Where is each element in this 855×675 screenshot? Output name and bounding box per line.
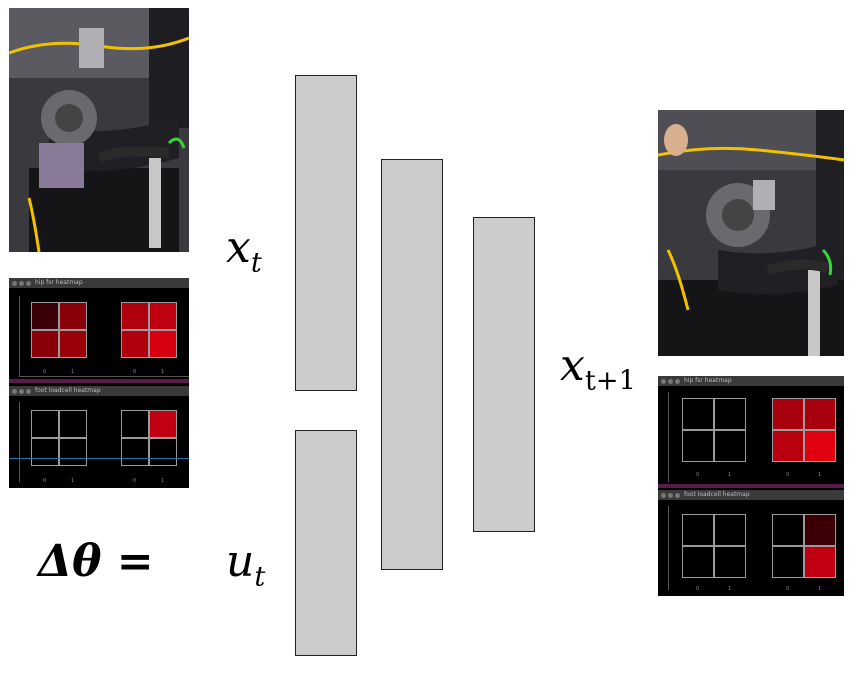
heat-cell — [31, 410, 59, 438]
tick-label: 1 — [818, 586, 821, 592]
label-delta-theta: Δθ = — [38, 536, 154, 587]
hm-title-text: hip fsr heatmap — [35, 279, 83, 286]
heat-cell — [59, 438, 87, 466]
label-u-t: ut — [226, 536, 265, 593]
heat-cell — [59, 302, 87, 330]
tick-label: 0 — [696, 586, 699, 592]
tick-label: 1 — [161, 369, 164, 375]
heat-cell — [682, 546, 714, 578]
heat-cell — [804, 430, 836, 462]
robot-photo-next — [658, 110, 844, 356]
heat-cell — [121, 410, 149, 438]
hm-title-hip-current: hip fsr heatmap — [9, 278, 189, 288]
window-controls — [12, 388, 33, 398]
heat-cell — [772, 514, 804, 546]
heat-cell — [31, 438, 59, 466]
heat-cell — [714, 546, 746, 578]
hm-title-text: foot loadcell heatmap — [35, 387, 101, 394]
tick-label: 0 — [133, 478, 136, 484]
input-layer-action — [295, 430, 357, 656]
tick-label: 0 — [43, 478, 46, 484]
tick-label: 0 — [133, 369, 136, 375]
heat-cell — [772, 398, 804, 430]
heat-cell — [682, 430, 714, 462]
tick-label: 1 — [161, 478, 164, 484]
tick-label: 0 — [696, 472, 699, 478]
window-controls — [661, 492, 682, 502]
hm-title-hip-next: hip fsr heatmap — [658, 376, 844, 386]
heat-cell — [31, 302, 59, 330]
heatmap-window-next: hip fsr heatmap 0 1 0 1 foot loadcell he… — [658, 376, 844, 596]
heat-cell — [149, 438, 177, 466]
hidden-layer — [381, 159, 443, 570]
hm-title-foot-next: foot loadcell heatmap — [658, 490, 844, 500]
label-x-t: xt — [226, 222, 262, 279]
heat-cell — [804, 514, 836, 546]
heatmap-window-current: hip fsr heatmap 0 1 0 1 foot loadcell he… — [9, 278, 189, 488]
heat-cell — [121, 302, 149, 330]
tick-label: 1 — [71, 369, 74, 375]
heat-cell — [714, 514, 746, 546]
heat-cell — [772, 546, 804, 578]
tick-label: 1 — [728, 472, 731, 478]
heat-cell — [804, 398, 836, 430]
hm-title-foot-current: foot loadcell heatmap — [9, 386, 189, 396]
tick-label: 0 — [786, 586, 789, 592]
heat-cell — [682, 514, 714, 546]
tick-label: 1 — [71, 478, 74, 484]
heat-cell — [149, 302, 177, 330]
label-x-t-plus-1: xt+1 — [560, 340, 636, 397]
heat-cell — [31, 330, 59, 358]
hm-title-text: foot loadcell heatmap — [684, 491, 750, 498]
tick-label: 1 — [818, 472, 821, 478]
hm-title-text: hip fsr heatmap — [684, 377, 732, 384]
heat-cell — [121, 438, 149, 466]
heat-cell — [714, 398, 746, 430]
output-layer — [473, 217, 535, 532]
heat-cell — [714, 430, 746, 462]
baseline-line — [9, 458, 189, 459]
window-separator — [658, 484, 844, 488]
heat-cell — [149, 410, 177, 438]
heat-cell — [121, 330, 149, 358]
heat-cell — [772, 430, 804, 462]
heat-cell — [59, 330, 87, 358]
heat-cell — [149, 330, 177, 358]
heat-cell — [804, 546, 836, 578]
window-controls — [12, 280, 33, 290]
window-controls — [661, 378, 682, 388]
tick-label: 1 — [728, 586, 731, 592]
window-separator — [9, 379, 189, 383]
heat-cell — [59, 410, 87, 438]
input-layer-state — [295, 75, 357, 391]
robot-photo-current — [9, 8, 189, 252]
tick-label: 0 — [43, 369, 46, 375]
tick-label: 0 — [786, 472, 789, 478]
heat-cell — [682, 398, 714, 430]
